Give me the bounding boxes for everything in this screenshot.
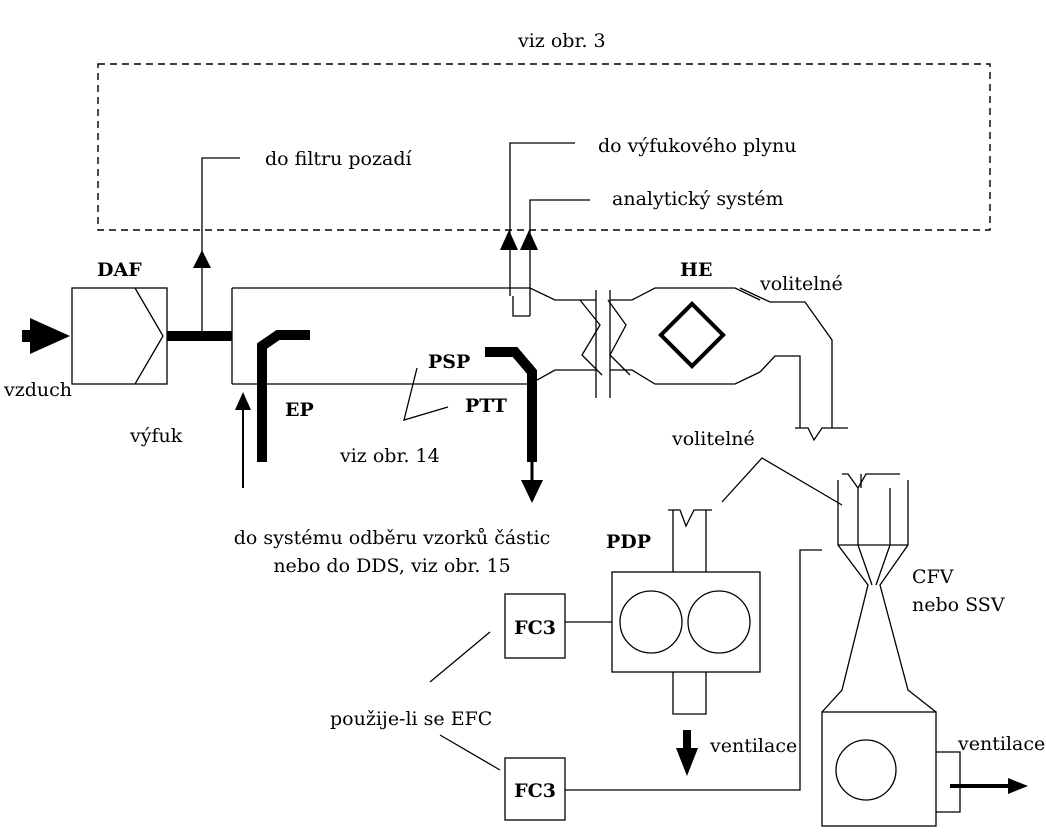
label-do-vyfukoveho-plynu: do výfukového plynu bbox=[598, 135, 796, 157]
label-analyticky-system: analytický systém bbox=[612, 188, 783, 210]
label-do-systemu-line2: nebo do DDS, viz obr. 15 bbox=[273, 555, 510, 577]
label-psp: PSP bbox=[428, 351, 470, 373]
label-volitelne-2: volitelné bbox=[671, 428, 755, 450]
label-cfv-line1: CFV bbox=[912, 566, 954, 588]
label-fc3-top: FC3 bbox=[514, 617, 556, 639]
label-vzduch: vzduch bbox=[3, 379, 72, 401]
label-volitelne-1: volitelné bbox=[759, 273, 843, 295]
suction-blower bbox=[821, 711, 961, 827]
dilution-air-filter bbox=[71, 287, 168, 385]
label-do-systemu-line1: do systému odběru vzorků částic bbox=[234, 527, 551, 549]
label-cfv-line2: nebo SSV bbox=[912, 594, 1005, 616]
blower-ventilation-arrow bbox=[950, 778, 1028, 794]
flow-controller-top bbox=[504, 593, 566, 659]
particle-sample-arrow bbox=[521, 462, 543, 503]
label-viz-obr-14: viz obr. 14 bbox=[339, 445, 440, 467]
volitelne-leaders bbox=[721, 457, 843, 506]
pdp-ventilation-arrow bbox=[676, 730, 698, 776]
exhaust-pipe bbox=[257, 330, 310, 462]
exhaust-gas-sample-lines bbox=[500, 142, 590, 317]
label-pouzije-li-se-efc: použije-li se EFC bbox=[330, 708, 492, 730]
positive-displacement-pump bbox=[565, 509, 761, 715]
critical-flow-venturi bbox=[821, 473, 937, 713]
label-pdp: PDP bbox=[606, 531, 651, 553]
label-do-filtru-pozadi: do filtru pozadí bbox=[265, 148, 412, 170]
label-daf: DAF bbox=[97, 259, 142, 281]
label-ep: EP bbox=[285, 399, 314, 421]
label-fc3-bottom: FC3 bbox=[514, 780, 556, 802]
optional-duct bbox=[739, 287, 848, 442]
background-filter-line bbox=[193, 157, 240, 336]
analytic-system-boundary bbox=[97, 63, 991, 231]
label-viz-obr-3: viz obr. 3 bbox=[517, 30, 606, 52]
label-ptt: PTT bbox=[465, 395, 507, 417]
label-ventilace-1: ventilace bbox=[709, 735, 797, 757]
heat-exchanger bbox=[610, 287, 761, 385]
particle-sampling-probe bbox=[485, 347, 537, 462]
label-vyfuk: výfuk bbox=[129, 425, 183, 447]
air-inlet-arrow bbox=[22, 318, 70, 354]
tunnel-flange bbox=[579, 290, 631, 398]
efc-leaders bbox=[429, 631, 501, 771]
efc-signal-line bbox=[565, 549, 822, 791]
label-ventilace-2: ventilace bbox=[957, 733, 1045, 755]
flow-controller-bottom bbox=[504, 757, 566, 821]
psp-ptt-leaders bbox=[403, 367, 449, 421]
exhaust-arrow bbox=[235, 392, 251, 488]
label-he: HE bbox=[680, 259, 712, 281]
